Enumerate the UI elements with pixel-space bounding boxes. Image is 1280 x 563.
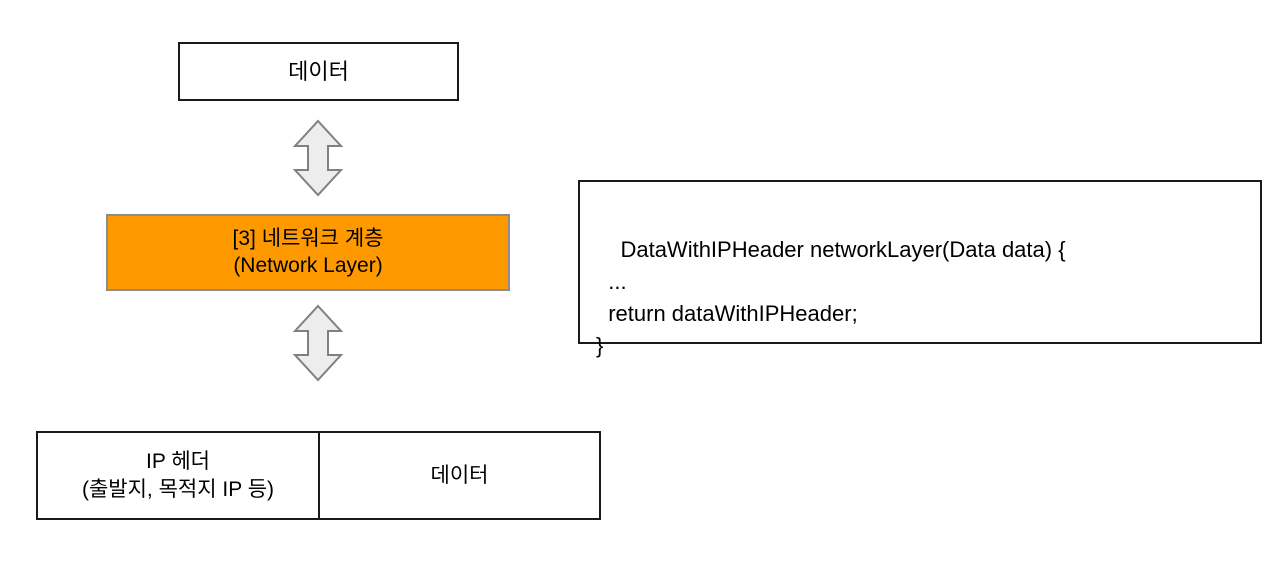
network-layer-box: [3] 네트워크 계층 (Network Layer) [106,214,510,291]
double-arrow-up-down-lower-icon [292,304,344,382]
code-snippet-text: DataWithIPHeader networkLayer(Data data)… [596,236,1066,358]
packet-cell-ip-header-label: IP 헤더 (출발지, 목적지 IP 등) [81,450,275,501]
packet-cell-data-label: 데이터 [430,463,489,487]
network-layer-label-english: (Network Layer) [233,253,383,277]
network-layer-label-korean: [3] 네트워크 계층 [232,227,384,251]
double-arrow-up-down-upper-icon [292,119,344,197]
code-snippet-box: DataWithIPHeader networkLayer(Data data)… [578,180,1262,358]
packet-cell-data: 데이터 [320,433,599,518]
data-box-top: 데이터 [178,42,459,101]
packet-cell-ip-header: IP 헤더 (출발지, 목적지 IP 등) [38,433,320,518]
packet-row: IP 헤더 (출발지, 목적지 IP 등) 데이터 [36,431,601,520]
data-box-top-label: 데이터 [288,58,349,84]
